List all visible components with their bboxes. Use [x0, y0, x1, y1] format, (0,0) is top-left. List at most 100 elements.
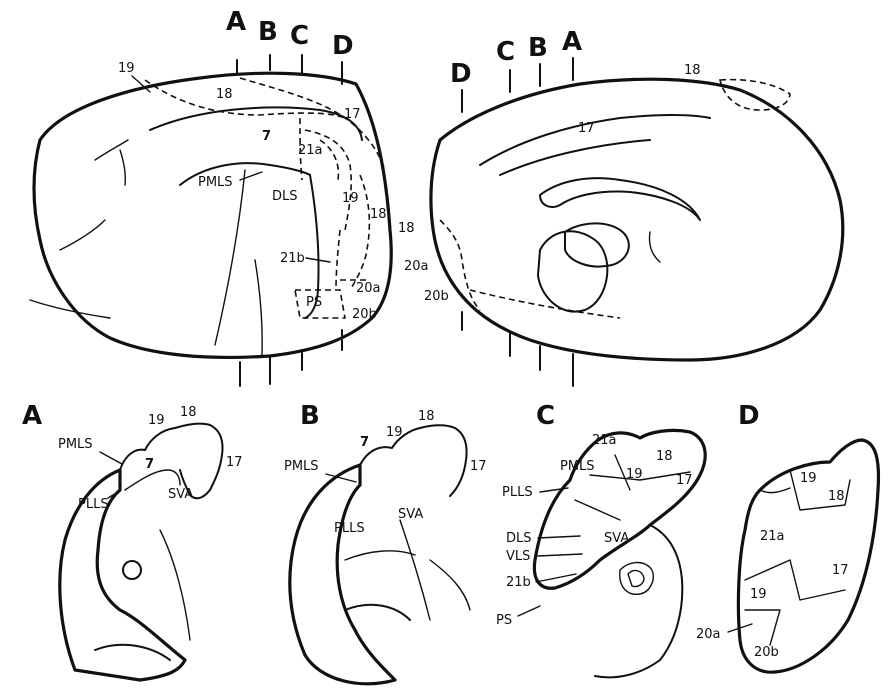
section-letter-c-lateral: C — [290, 21, 309, 51]
label-17: 17 — [470, 459, 487, 474]
section-b-inner — [345, 551, 415, 560]
label-7: 7 — [360, 435, 369, 450]
section-b: B — [290, 401, 470, 684]
section-letter-d-lateral: D — [332, 31, 354, 61]
border-dls — [320, 140, 338, 180]
label-18: 18 — [656, 449, 673, 464]
corpus-callosum — [540, 178, 700, 220]
section-letter-c-medial: C — [496, 37, 515, 67]
section-a-tract — [160, 530, 190, 640]
label-18: 18 — [684, 63, 701, 78]
section-a-base — [95, 645, 170, 660]
label-19: 19 — [148, 413, 165, 428]
label-19: 19 — [800, 471, 817, 486]
section-letter-d-medial: D — [450, 59, 472, 89]
section-c-inner2 — [628, 571, 644, 587]
label-20a: 20a — [356, 281, 381, 296]
section-b-tract — [400, 520, 430, 620]
label-17: 17 — [344, 107, 361, 122]
section-d-labels: 19 18 21a 19 17 20a 20b — [696, 471, 849, 660]
medial-outline — [431, 79, 843, 360]
label-18b: 18 — [370, 207, 387, 222]
sylvian-branch-2 — [255, 260, 262, 355]
label-18: 18 — [180, 405, 197, 420]
label-7: 7 — [145, 457, 154, 472]
label-19: 19 — [626, 467, 643, 482]
section-d-div4 — [745, 610, 780, 645]
lateral-sulcus — [150, 107, 362, 140]
label-21b: 21b — [280, 251, 305, 266]
label-20b: 20b — [754, 645, 779, 660]
label-vls: VLS — [506, 549, 530, 564]
fornix — [649, 232, 660, 262]
label-19: 19 — [386, 425, 403, 440]
label-ps: PS — [306, 295, 322, 310]
label-19: 19 — [118, 61, 135, 76]
section-c-inner — [620, 563, 654, 595]
section-d-div1 — [760, 488, 790, 493]
section-letter-a-lateral: A — [226, 7, 246, 37]
label-18: 18 — [418, 409, 435, 424]
section-a: A — [22, 401, 223, 680]
label-21b: 21b — [506, 575, 531, 590]
label-19b: 19 — [342, 191, 359, 206]
sylvian-branch — [215, 170, 245, 345]
label-pmls: PMLS — [58, 437, 93, 452]
label-17: 17 — [226, 455, 243, 470]
lateral-hemisphere — [30, 73, 391, 357]
midbrain — [538, 231, 607, 311]
section-letters-medial: D C B A — [450, 27, 582, 89]
label-21a: 21a — [592, 433, 617, 448]
section-c-labels: 21a PMLS 19 18 17 PLLS DLS SVA VLS 21b P… — [496, 433, 693, 628]
lateral-section-ticks — [237, 55, 342, 386]
label-pmls: PMLS — [284, 459, 319, 474]
section-c-div3 — [575, 500, 620, 520]
label-18: 18 — [216, 87, 233, 102]
label-plls: PLLS — [502, 485, 533, 500]
section-d-letter: D — [738, 401, 760, 431]
label-18: 18 — [828, 489, 845, 504]
lateral-labels: 19 18 17 7 21a PMLS DLS 19 18 21b 20a PS… — [118, 61, 387, 322]
section-b-base — [345, 605, 410, 620]
lateral-fissure-b — [120, 150, 125, 185]
label-18: 18 — [398, 221, 415, 236]
label-20b: 20b — [424, 289, 449, 304]
section-letter-a-medial: A — [562, 27, 582, 57]
section-c-letter: C — [536, 401, 555, 431]
label-pmls: PMLS — [560, 459, 595, 474]
label-17: 17 — [832, 563, 849, 578]
section-b-letter: B — [300, 401, 320, 431]
section-a-ventricle — [123, 561, 141, 579]
label-19: 19 — [750, 587, 767, 602]
border-21b — [336, 230, 340, 290]
section-b-fibres — [430, 560, 470, 610]
section-letters-lateral: A B C D — [226, 7, 354, 61]
thalamus — [565, 223, 629, 266]
section-b-gyri — [360, 425, 467, 496]
label-7: 7 — [262, 129, 271, 144]
label-20a: 20a — [696, 627, 721, 642]
label-plls: PLLS — [334, 521, 365, 536]
label-21a: 21a — [760, 529, 785, 544]
label-sva: SVA — [398, 507, 423, 522]
label-pmls: PMLS — [198, 175, 233, 190]
label-sva: SVA — [604, 531, 629, 546]
medial-sulcus-1 — [480, 115, 710, 165]
label-20b: 20b — [352, 307, 377, 322]
section-letter-b-medial: B — [528, 33, 548, 63]
label-dls: DLS — [506, 531, 532, 546]
lateral-fissure-c — [60, 220, 105, 250]
medial-sulcus-2 — [500, 140, 650, 175]
label-20a: 20a — [404, 259, 429, 274]
label-sva: SVA — [168, 487, 193, 502]
label-plls: PLLS — [78, 497, 109, 512]
medial-hemisphere — [431, 79, 843, 360]
section-b-outline — [290, 465, 395, 684]
medial-border-18 — [720, 80, 790, 110]
section-a-letter: A — [22, 401, 42, 431]
section-c-lower — [595, 525, 682, 677]
label-17: 17 — [676, 473, 693, 488]
section-letter-b-lateral: B — [258, 17, 278, 47]
lateral-fissure-a — [95, 140, 128, 160]
